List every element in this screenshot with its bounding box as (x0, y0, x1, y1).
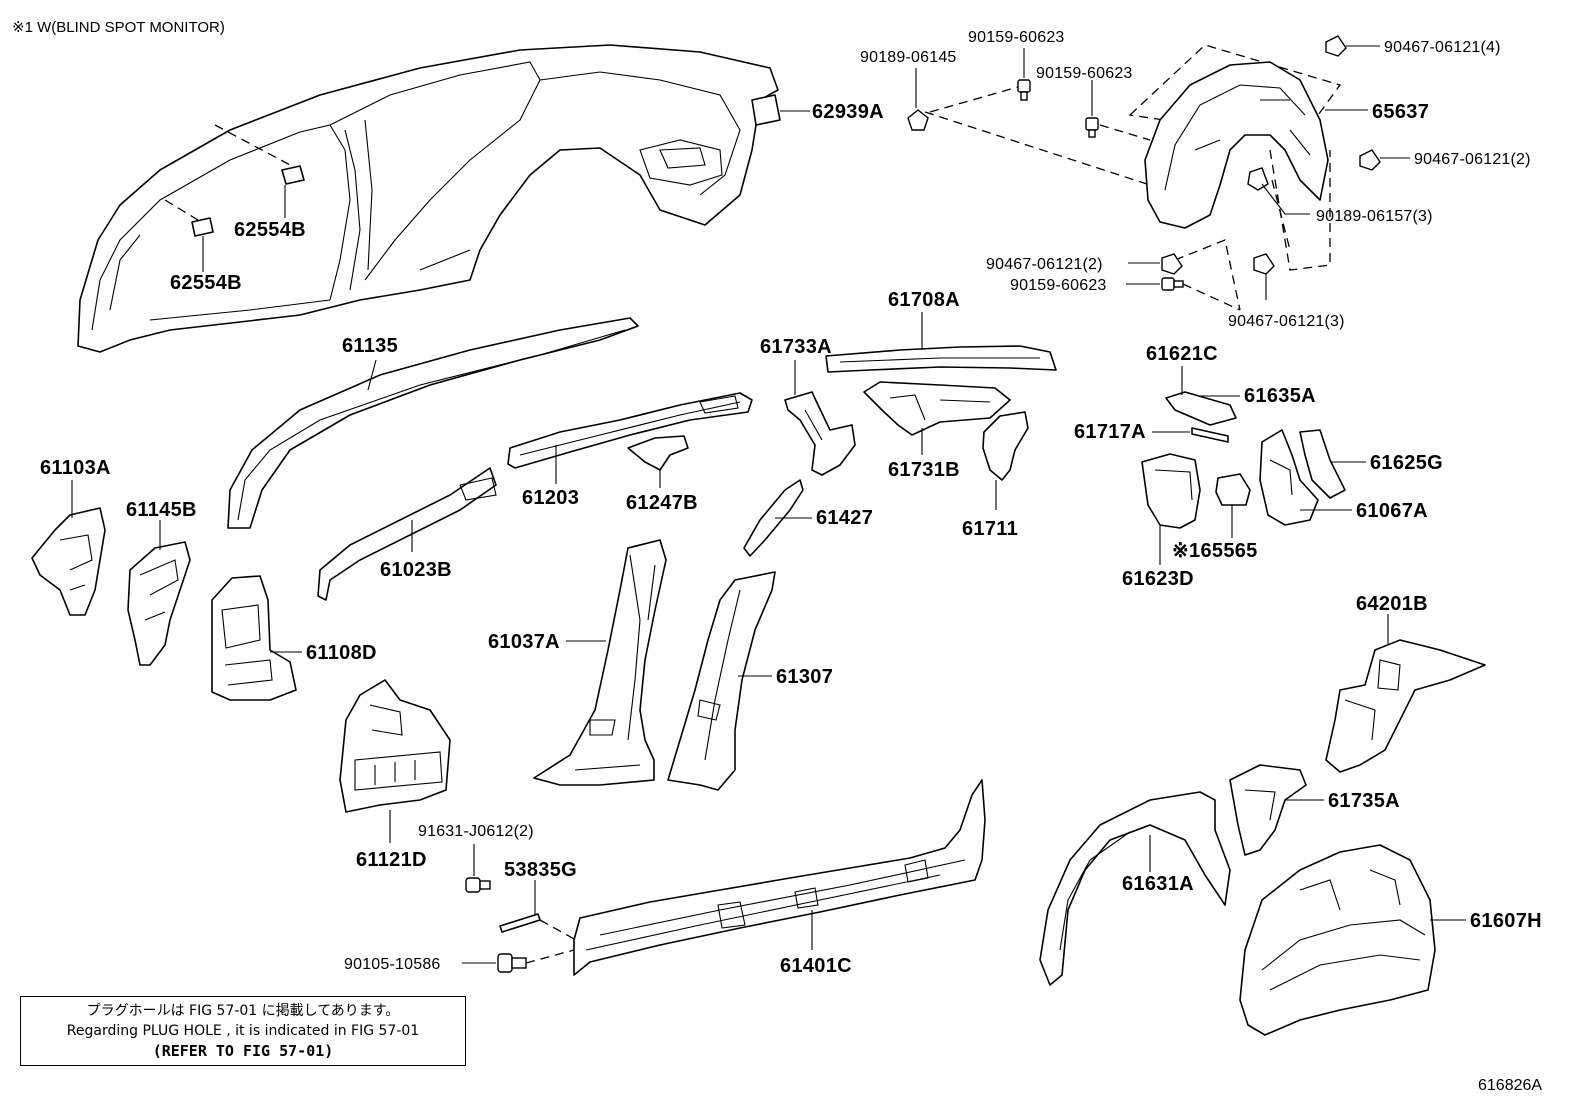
bracket-61733A (784, 391, 856, 476)
part-label-61708A[interactable]: 61708A (888, 289, 960, 311)
brace-61427 (743, 479, 804, 557)
part-label-61037A[interactable]: 61037A (488, 631, 560, 653)
part-label-61631A[interactable]: 61631A (1122, 873, 1194, 895)
fastener-label-91631-J0612[interactable]: 91631-J0612(2) (418, 823, 534, 840)
pad-62554B-upper (281, 165, 305, 185)
bracket-61625G (1299, 429, 1346, 499)
weatherstrip-53835G (499, 913, 541, 933)
note-line-english: Regarding PLUG HOLE , it is indicated in… (66, 1023, 420, 1039)
part-label-61625G[interactable]: 61625G (1370, 452, 1443, 474)
part-label-61621C[interactable]: 61621C (1146, 343, 1218, 365)
part-label-62939A[interactable]: 62939A (812, 101, 884, 123)
part-label-61023B[interactable]: 61023B (380, 559, 452, 581)
note-box: プラグホールは FIG 57-01 に掲載してあります。 Regarding P… (20, 996, 466, 1066)
bracket-61731B (863, 381, 1011, 436)
pillar-reinforce-61307 (667, 571, 776, 791)
clip-90189-06145 (907, 109, 929, 131)
fastener-label-90189-06145[interactable]: 90189-06145 (860, 49, 957, 66)
part-label-62554B-lower[interactable]: 62554B (170, 272, 242, 294)
part-label-61121D[interactable]: 61121D (356, 849, 427, 871)
fastener-label-90159-60623-mid[interactable]: 90159-60623 (1036, 65, 1133, 82)
panel-61623D (1141, 453, 1201, 529)
clip-90467-06121-2b (1161, 253, 1183, 275)
note-line-japanese: プラグホールは FIG 57-01 に掲載してあります。 (86, 1003, 400, 1019)
pillar-61711 (982, 411, 1029, 481)
part-label-61247B[interactable]: 61247B (626, 492, 698, 514)
bracket-65565 (1215, 473, 1251, 506)
fastener-label-90467-06121-2a[interactable]: 90467-06121(2) (1414, 151, 1531, 168)
part-label-61733A[interactable]: 61733A (760, 336, 832, 358)
clip-90467-06121-2a (1359, 149, 1381, 171)
bracket-61145B (127, 541, 191, 666)
part-label-61607H[interactable]: 61607H (1470, 910, 1542, 932)
roof-rail-61135 (227, 317, 639, 529)
clip-90467-06121-4 (1325, 35, 1347, 57)
rail-61708A (825, 345, 1057, 373)
fastener-label-90467-06121-2b[interactable]: 90467-06121(2) (986, 256, 1103, 273)
part-label-64201B[interactable]: 64201B (1356, 593, 1428, 615)
fastener-label-90467-06121-4[interactable]: 90467-06121(4) (1384, 39, 1501, 56)
fastener-label-90159-60623-low[interactable]: 90159-60623 (1010, 277, 1107, 294)
clip-90467-06121-3 (1253, 253, 1275, 275)
rocker-61401C (573, 779, 986, 976)
part-label-61427[interactable]: 61427 (816, 507, 873, 529)
panel-61121D (339, 679, 451, 813)
bracket-61735A (1229, 764, 1307, 856)
note-line-refer: (REFER TO FIG 57-01) (152, 1042, 334, 1060)
bracket-61247B (627, 435, 689, 471)
part-label-61623D[interactable]: 61623D (1122, 568, 1194, 590)
header-note: ※1 W(BLIND SPOT MONITOR) (12, 19, 225, 36)
part-label-61203[interactable]: 61203 (522, 487, 579, 509)
panel-64201B (1325, 639, 1486, 773)
part-label-62554B-upper[interactable]: 62554B (234, 219, 306, 241)
panel-61067A (1259, 429, 1319, 526)
part-label-61103A[interactable]: 61103A (40, 457, 111, 479)
bolt-90159-60623-mid (1085, 117, 1099, 138)
part-label-61135[interactable]: 61135 (342, 335, 398, 357)
panel-61108D (211, 575, 297, 701)
panel-61103A (31, 507, 106, 616)
part-label-61307[interactable]: 61307 (776, 666, 833, 688)
part-label-61635A[interactable]: 61635A (1244, 385, 1316, 407)
strip-61717A (1191, 427, 1229, 443)
part-label-61067A[interactable]: 61067A (1356, 500, 1428, 522)
part-label-65637[interactable]: 65637 (1372, 101, 1429, 123)
side-panel-outer (77, 44, 779, 353)
figure-code: 616826A (1478, 1077, 1542, 1094)
part-label-53835G[interactable]: 53835G (504, 859, 577, 881)
wheelhouse-inner-61607H (1239, 844, 1436, 1036)
wheelhouse-61631A (1039, 791, 1231, 986)
part-label-61711[interactable]: 61711 (962, 518, 1018, 540)
fastener-label-90467-06121-3[interactable]: 90467-06121(3) (1228, 313, 1345, 330)
bolt-90159-60623-low (1161, 277, 1184, 291)
fastener-label-90159-60623-top[interactable]: 90159-60623 (968, 29, 1065, 46)
rail-61203 (507, 392, 753, 469)
clip-90189-06157 (1247, 167, 1269, 191)
b-pillar-61037A (533, 539, 667, 786)
bracket-61621C (1165, 391, 1237, 426)
screw-90105-10586 (497, 953, 527, 973)
part-label-61717A[interactable]: 61717A (1074, 421, 1146, 443)
mud-guard-65637 (1144, 61, 1329, 229)
part-label-61401C[interactable]: 61401C (780, 955, 852, 977)
part-label-61108D[interactable]: 61108D (306, 642, 377, 664)
bolt-91631-J0612 (465, 877, 491, 893)
pad-62554B-lower (191, 217, 214, 237)
part-label-65565[interactable]: ※165565 (1172, 540, 1258, 562)
bolt-90159-60623-top (1017, 79, 1031, 101)
part-label-61731B[interactable]: 61731B (888, 459, 960, 481)
fastener-label-90105-10586[interactable]: 90105-10586 (344, 956, 441, 973)
fastener-label-90189-06157[interactable]: 90189-06157(3) (1316, 208, 1433, 225)
rail-61023B (317, 467, 497, 601)
part-label-61145B[interactable]: 61145B (126, 499, 197, 521)
part-label-61735A[interactable]: 61735A (1328, 790, 1400, 812)
plug-62939A (751, 94, 781, 126)
